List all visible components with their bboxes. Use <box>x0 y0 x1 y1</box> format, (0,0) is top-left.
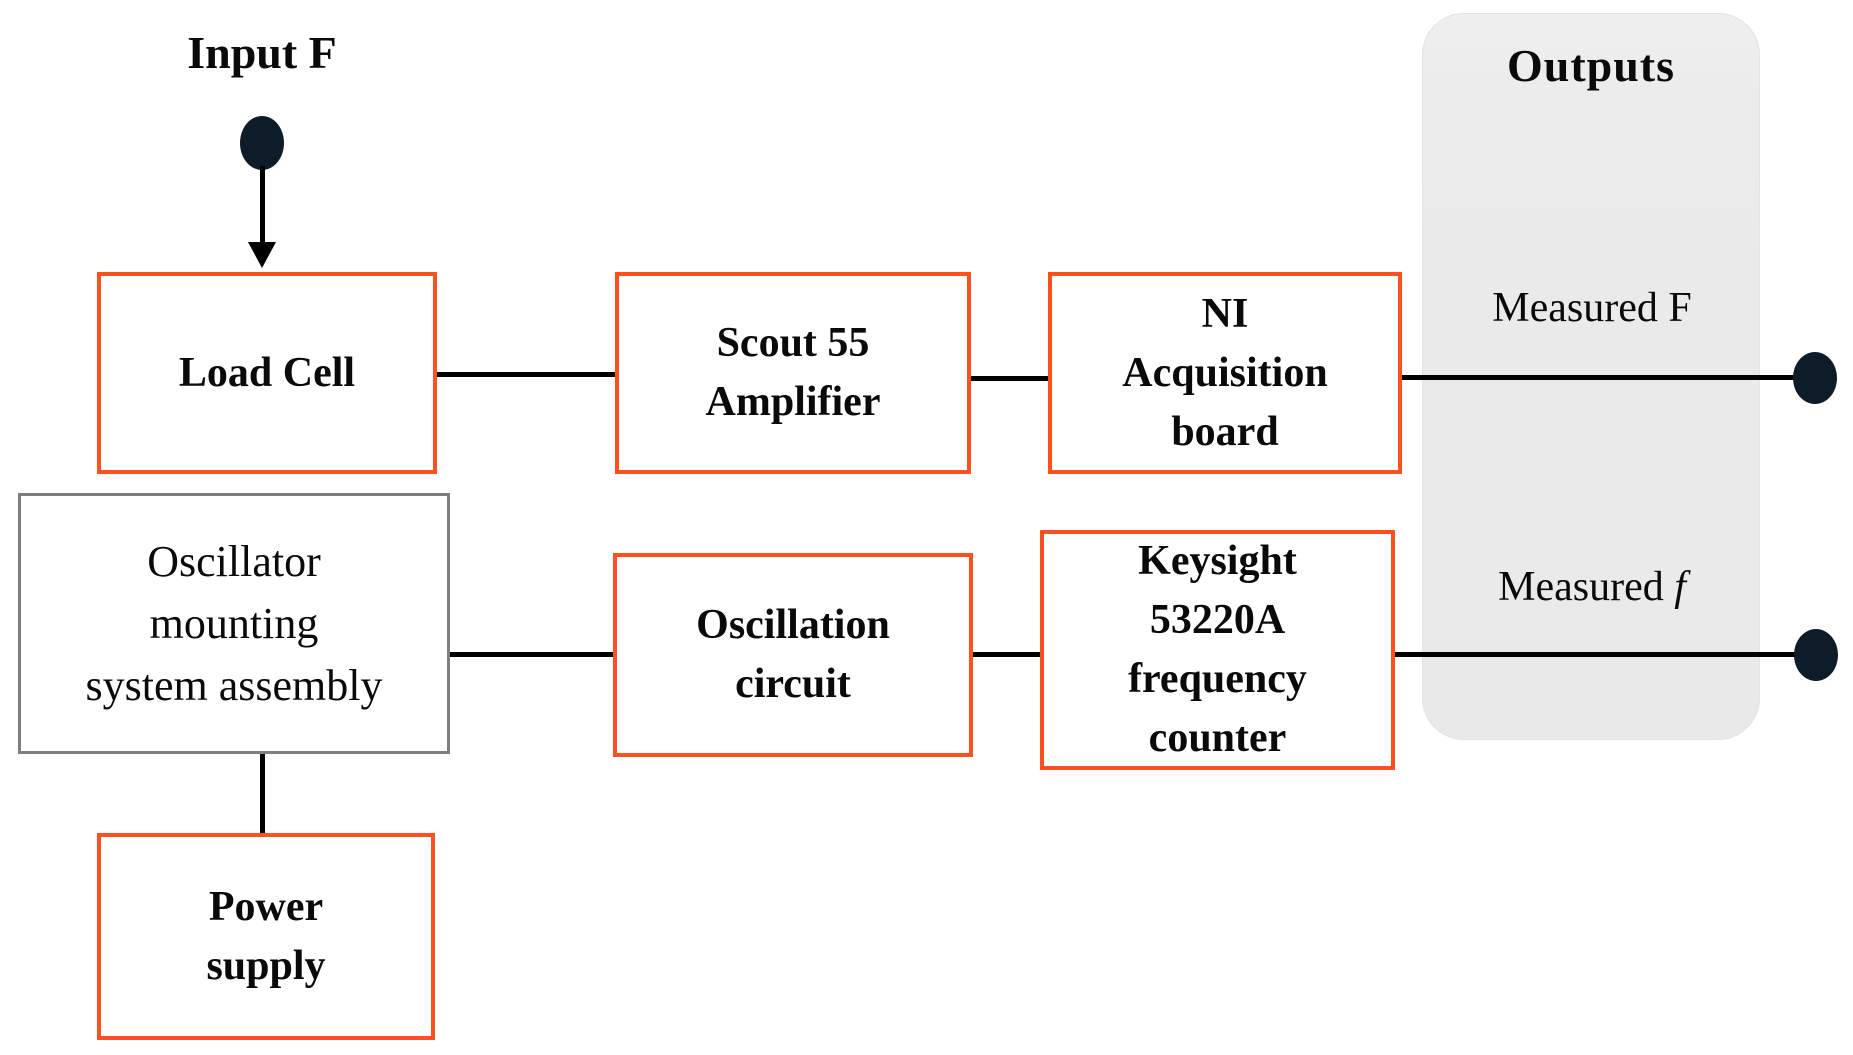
arrow-down-icon <box>248 242 276 268</box>
frequency-symbol: f <box>1674 564 1686 610</box>
oscillator-mounting-box: Oscillator mounting system assembly <box>18 493 450 754</box>
input-arrow-line <box>260 166 265 246</box>
connector-amplifier-to-acquisition <box>971 376 1048 381</box>
input-force-label: Input F <box>187 27 337 78</box>
input-terminal-dot <box>240 116 284 170</box>
connector-oscillation-to-counter <box>973 652 1040 657</box>
connector-counter-to-output <box>1395 652 1818 657</box>
output-terminal-dot-frequency <box>1794 629 1838 681</box>
output-terminal-dot-force <box>1793 352 1837 404</box>
oscillation-circuit-box: Oscillation circuit <box>613 553 973 757</box>
connector-acquisition-to-output <box>1402 375 1817 380</box>
connector-loadcell-to-amplifier <box>437 372 615 377</box>
measured-frequency-label: Measured f <box>1432 563 1752 611</box>
power-supply-box: Power supply <box>97 833 435 1040</box>
measured-frequency-text: Measured <box>1498 564 1675 610</box>
ni-acquisition-board-box: NI Acquisition board <box>1048 272 1402 474</box>
measured-force-label: Measured F <box>1492 285 1692 331</box>
scout-amplifier-box: Scout 55 Amplifier <box>615 272 971 474</box>
connector-mounting-to-power <box>260 754 265 836</box>
outputs-panel-title: Outputs <box>1506 40 1676 91</box>
load-cell-box: Load Cell <box>97 272 437 474</box>
connector-mounting-to-oscillation <box>450 652 613 657</box>
keysight-frequency-counter-box: Keysight 53220A frequency counter <box>1040 530 1395 770</box>
